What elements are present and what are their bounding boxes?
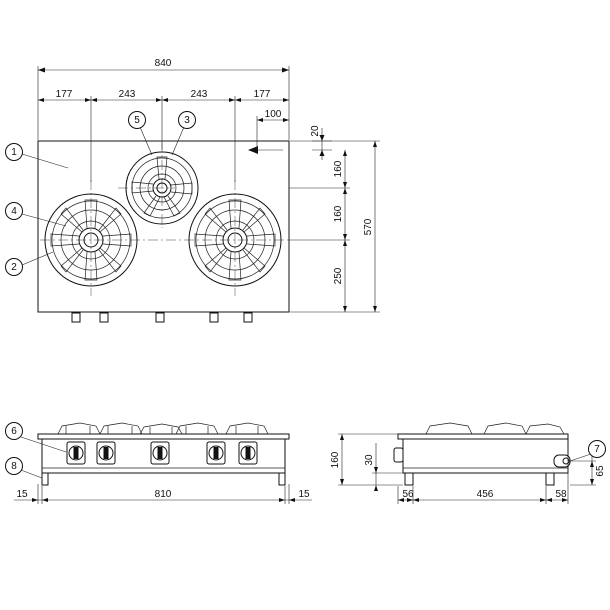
side-dims	[338, 433, 596, 504]
dim-row1: 160	[333, 160, 344, 177]
svg-text:7: 7	[594, 444, 600, 455]
knob-1	[66, 441, 86, 465]
dim-pilot-gap: 20	[310, 125, 321, 137]
knob-3	[150, 441, 170, 465]
knob-5	[238, 441, 258, 465]
callout-6: 6	[5, 422, 67, 453]
dim-front-width: 810	[155, 489, 172, 500]
callout-8: 8	[5, 457, 43, 479]
top-view: 840 177 243 243 177 100 20 160 160 250 5…	[5, 58, 380, 323]
front-body	[41, 438, 286, 474]
top-horizontal-dims	[37, 66, 290, 182]
dim-seg1: 177	[56, 89, 73, 100]
gas-inlet	[553, 454, 571, 468]
callout-4: 4	[5, 202, 67, 227]
front-feet	[41, 472, 286, 486]
front-top-plate	[37, 433, 290, 440]
top-view-outline	[37, 140, 290, 313]
svg-text:1: 1	[11, 147, 17, 158]
side-valve	[393, 447, 404, 463]
dim-overall-width: 840	[155, 58, 172, 69]
pilot-marker	[248, 146, 283, 154]
side-top-plate	[397, 433, 569, 440]
dim-seg3: 243	[191, 89, 208, 100]
svg-text:2: 2	[11, 262, 17, 273]
dim-pilot-offset: 100	[265, 109, 282, 120]
dim-seg2: 243	[119, 89, 136, 100]
dim-seg4: 177	[254, 89, 271, 100]
svg-text:5: 5	[134, 115, 140, 126]
top-view-feet	[71, 312, 253, 323]
callout-7: 7	[569, 440, 606, 462]
dim-front-right-gap: 15	[298, 489, 310, 500]
dim-row3: 250	[333, 267, 344, 284]
top-vertical-dims	[289, 128, 380, 313]
dim-side-left: 56	[402, 489, 414, 500]
dim-side-height-right: 65	[595, 465, 606, 477]
dim-side-height-left: 30	[364, 454, 375, 466]
control-knobs	[66, 441, 258, 465]
knob-2	[96, 441, 116, 465]
front-grates	[57, 422, 269, 435]
front-dims	[14, 484, 312, 504]
dim-depth: 570	[363, 218, 374, 235]
callout-3: 3	[171, 111, 196, 156]
centerlines	[40, 142, 290, 296]
side-view: 160 30 56 456 58 65 7	[330, 422, 606, 504]
side-feet	[404, 472, 555, 486]
dim-side-height: 160	[330, 451, 341, 468]
knob-4	[206, 441, 226, 465]
callout-2: 2	[5, 251, 54, 276]
svg-text:8: 8	[11, 461, 17, 472]
dim-side-right: 58	[555, 489, 567, 500]
svg-text:4: 4	[11, 206, 17, 217]
dim-row2: 160	[333, 205, 344, 222]
callout-1: 1	[5, 143, 69, 169]
dim-side-middle: 456	[477, 489, 494, 500]
callout-5: 5	[128, 111, 153, 156]
svg-text:3: 3	[184, 115, 190, 126]
dim-front-left-gap: 15	[16, 489, 28, 500]
svg-text:6: 6	[11, 426, 17, 437]
front-view: 15 810 15 6 8	[5, 422, 312, 504]
side-grates	[425, 422, 565, 435]
